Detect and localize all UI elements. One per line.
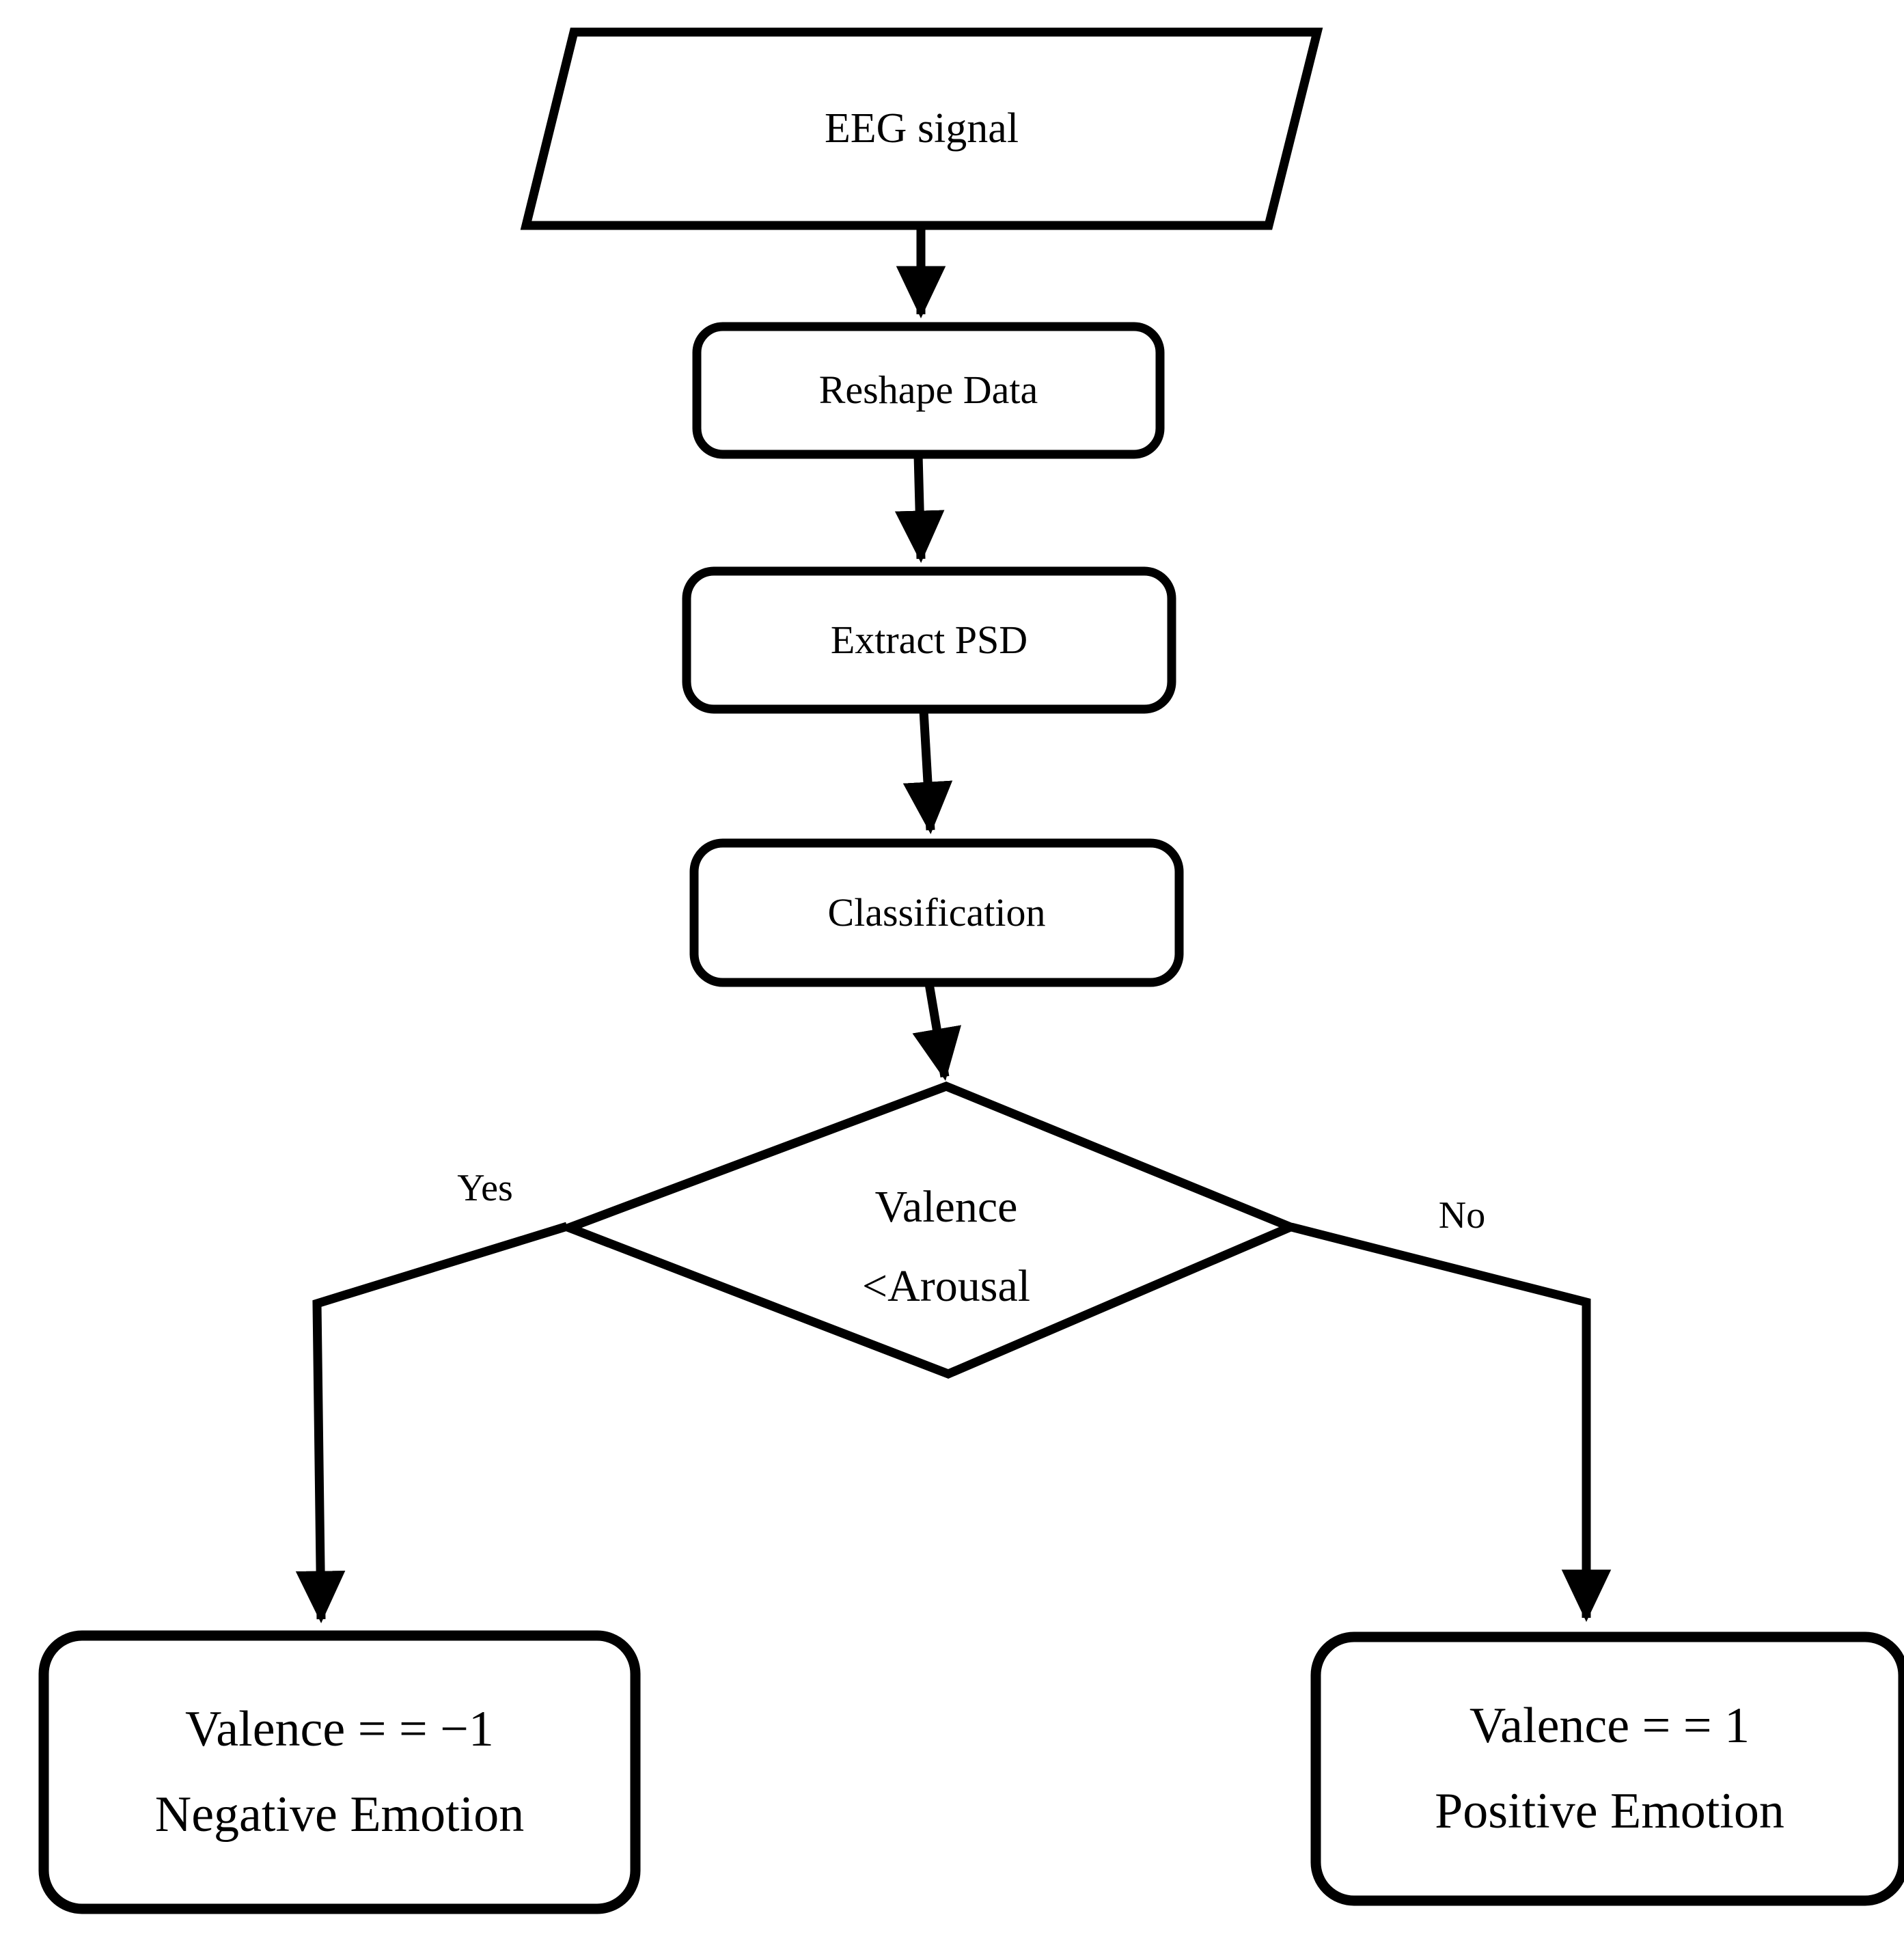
edge-classification-to-decision [912, 982, 962, 1081]
node-shape-negative-emotion [38, 1630, 641, 1914]
edge-extract-to-classification [902, 710, 953, 835]
node-shape-extract-psd [682, 566, 1176, 714]
node-shape-reshape-data [692, 322, 1165, 459]
edge-decision-no-to-positive [1290, 1222, 1612, 1623]
node-shape-eeg-signal [520, 27, 1323, 230]
edge-reshape-to-extract [894, 454, 945, 564]
node-shape-decision-diamond [556, 1082, 1302, 1379]
node-shape-classification [689, 838, 1184, 987]
edge-decision-yes-to-negative [295, 1222, 568, 1624]
node-shape-positive-emotion [1310, 1631, 1904, 1906]
